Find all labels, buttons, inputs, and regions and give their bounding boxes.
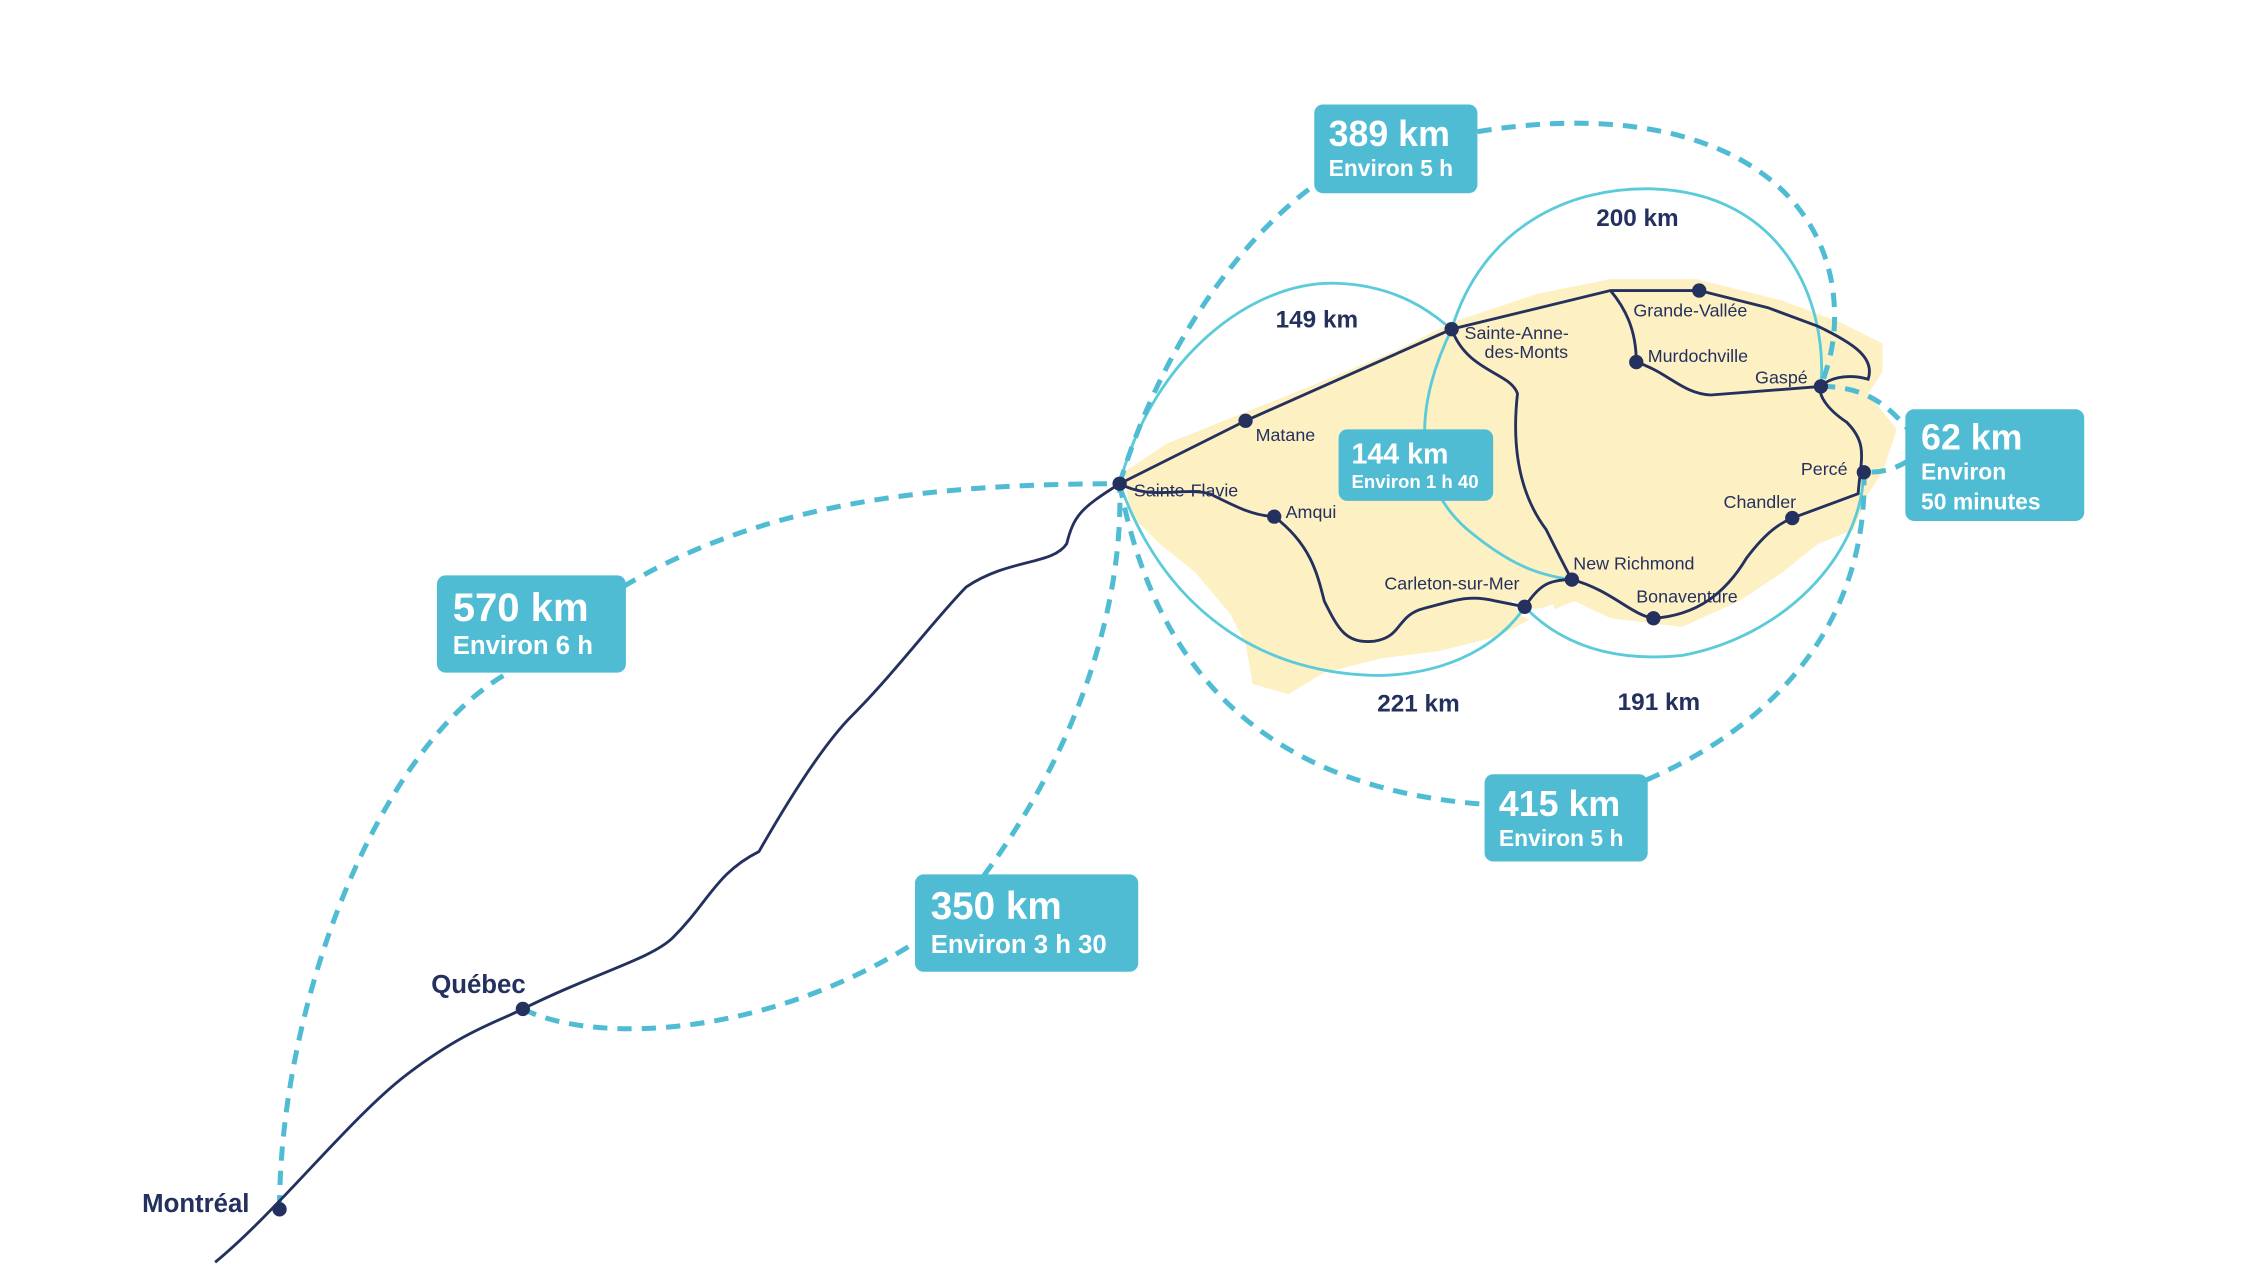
box-62-time1: Environ bbox=[1921, 458, 2006, 484]
loop-149 bbox=[1118, 281, 1453, 485]
road-montreal-sainte-flavie bbox=[214, 482, 1121, 1264]
label-sainte-flavie: Sainte-Flavie bbox=[1134, 481, 1238, 501]
box-415-time: Environ 5 h bbox=[1499, 825, 1624, 851]
box-389-time: Environ 5 h bbox=[1329, 155, 1454, 181]
label-matane: Matane bbox=[1256, 425, 1316, 445]
dot-murdochville bbox=[1629, 354, 1644, 370]
distance-200: 200 km bbox=[1596, 205, 1678, 232]
label-sainte-anne-1: Sainte-Anne- bbox=[1465, 323, 1569, 343]
box-415-km: 415 km bbox=[1499, 784, 1620, 824]
dot-perce bbox=[1856, 465, 1871, 480]
dot-montreal bbox=[272, 1202, 287, 1217]
label-gaspe: Gaspé bbox=[1755, 368, 1808, 388]
label-bonaventure: Bonaventure bbox=[1636, 587, 1737, 607]
loop-221 bbox=[1118, 483, 1526, 677]
box-144-km: 144 km bbox=[1351, 439, 1448, 471]
distance-191: 191 km bbox=[1618, 689, 1700, 716]
box-570: 570 km Environ 6 h bbox=[436, 575, 626, 673]
label-montreal: Montréal bbox=[142, 1190, 249, 1218]
dot-carleton bbox=[1517, 599, 1532, 614]
road-sainte-anne-new-richmond bbox=[1450, 328, 1574, 581]
dot-sainte-flavie bbox=[1112, 476, 1127, 491]
road-coast-north bbox=[1118, 289, 1871, 486]
loop-191 bbox=[1523, 472, 1866, 659]
label-quebec: Québec bbox=[431, 971, 525, 999]
box-62-km: 62 km bbox=[1921, 417, 2022, 457]
label-grande-vallee: Grande-Vallée bbox=[1633, 300, 1747, 320]
distance-221: 221 km bbox=[1377, 690, 1459, 717]
gaspe-peninsula-land bbox=[1123, 279, 1897, 695]
label-chandler: Chandler bbox=[1724, 492, 1797, 512]
label-amqui: Amqui bbox=[1286, 502, 1337, 522]
label-sainte-anne-2: des-Monts bbox=[1485, 342, 1569, 362]
box-415: 415 km Environ 5 h bbox=[1484, 774, 1648, 862]
label-carleton: Carleton-sur-Mer bbox=[1384, 574, 1519, 594]
dot-amqui bbox=[1267, 509, 1282, 524]
route-415 bbox=[1117, 472, 1867, 807]
label-new-richmond: New Richmond bbox=[1573, 554, 1694, 574]
box-62: 62 km Environ 50 minutes bbox=[1905, 409, 2085, 521]
loop-200 bbox=[1450, 187, 1824, 387]
loop-144 bbox=[1423, 328, 1573, 582]
dot-bonaventure bbox=[1646, 611, 1661, 626]
dot-chandler bbox=[1785, 510, 1800, 526]
box-389-km: 389 km bbox=[1329, 114, 1450, 154]
dot-matane bbox=[1238, 413, 1253, 428]
box-389: 389 km Environ 5 h bbox=[1314, 104, 1478, 194]
distance-149: 149 km bbox=[1276, 307, 1358, 334]
box-570-time: Environ 6 h bbox=[453, 632, 593, 660]
box-570-km: 570 km bbox=[453, 586, 589, 630]
dot-grande-vallee bbox=[1692, 283, 1707, 298]
route-389 bbox=[1117, 120, 1838, 485]
box-350: 350 km Environ 3 h 30 bbox=[914, 874, 1139, 972]
box-350-time: Environ 3 h 30 bbox=[931, 931, 1107, 959]
box-144-time: Environ 1 h 40 bbox=[1351, 471, 1478, 492]
route-62 bbox=[1820, 383, 1911, 475]
box-62-time2: 50 minutes bbox=[1921, 488, 2041, 514]
route-350 bbox=[521, 483, 1123, 1032]
dot-gaspe bbox=[1813, 379, 1829, 394]
box-350-km: 350 km bbox=[931, 885, 1062, 928]
dot-new-richmond bbox=[1564, 572, 1580, 587]
dot-quebec bbox=[515, 1001, 530, 1017]
box-144: 144 km Environ 1 h 40 bbox=[1338, 429, 1494, 501]
route-570 bbox=[277, 481, 1120, 1210]
label-perce: Percé bbox=[1801, 459, 1848, 479]
dot-sainte-anne bbox=[1444, 322, 1459, 337]
label-murdochville: Murdochville bbox=[1648, 346, 1748, 366]
